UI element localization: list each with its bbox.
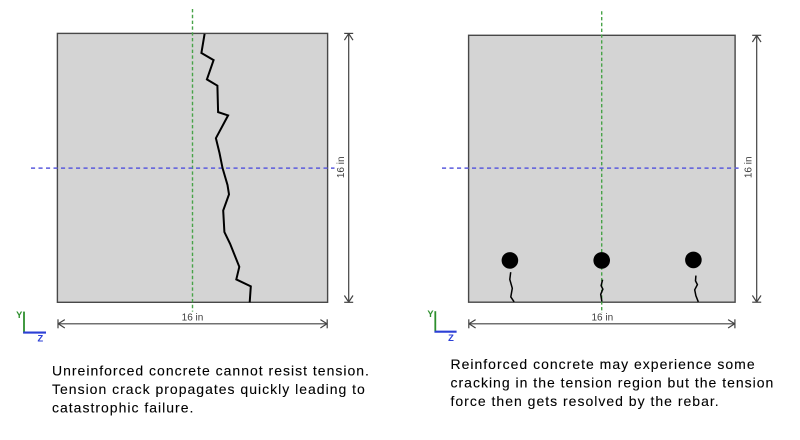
svg-text:cracking in the tension region: cracking in the tension region but the t… [451,375,775,391]
svg-text:Z: Z [448,333,454,343]
svg-text:Unreinforced concrete cannot r: Unreinforced concrete cannot resist tens… [52,363,370,379]
svg-text:Z: Z [38,334,44,344]
svg-text:16 in: 16 in [182,313,204,324]
svg-text:Y: Y [427,309,434,319]
svg-text:Tension crack propagates quick: Tension crack propagates quickly leading… [52,381,366,397]
svg-text:Y: Y [16,310,23,320]
svg-text:force then gets resolved by th: force then gets resolved by the rebar. [451,393,720,409]
svg-text:catastrophic failure.: catastrophic failure. [52,400,194,416]
svg-text:16 in: 16 in [744,156,755,178]
svg-text:16 in: 16 in [591,313,613,324]
svg-text:16 in: 16 in [336,156,347,178]
svg-text:Reinforced concrete may experi: Reinforced concrete may experience some [451,356,756,372]
